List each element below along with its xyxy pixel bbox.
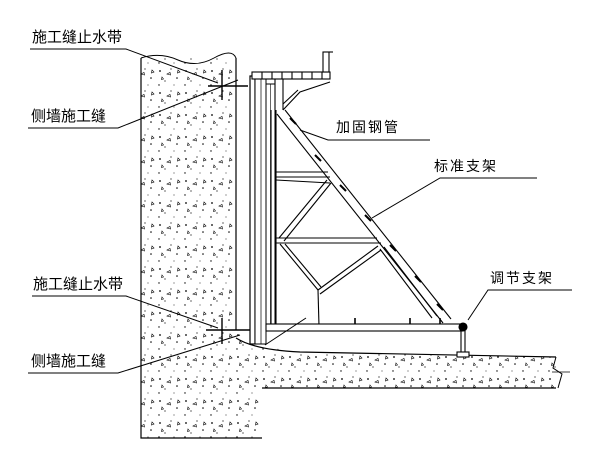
adjustable-support bbox=[456, 322, 470, 358]
label-joint-top: 侧墙施工缝 bbox=[31, 107, 107, 125]
waterstop-bottom bbox=[206, 318, 250, 344]
label-waterstop-top: 施工缝止水带 bbox=[32, 28, 123, 46]
side-wall-concrete bbox=[140, 52, 262, 439]
base-beam bbox=[264, 317, 463, 346]
label-waterstop-bottom: 施工缝止水带 bbox=[33, 275, 124, 293]
waterstop-top bbox=[208, 70, 248, 100]
floor-slab-concrete bbox=[235, 330, 570, 389]
label-joint-bottom: 侧墙施工缝 bbox=[31, 352, 107, 370]
label-adjust-frame: 调节支架 bbox=[490, 271, 554, 287]
top-platform bbox=[251, 51, 333, 111]
standard-frame-truss bbox=[270, 109, 452, 327]
leader-lines bbox=[28, 48, 572, 374]
label-steel-pipe: 加固钢管 bbox=[336, 120, 400, 136]
label-standard-frame: 标准支架 bbox=[434, 159, 498, 175]
